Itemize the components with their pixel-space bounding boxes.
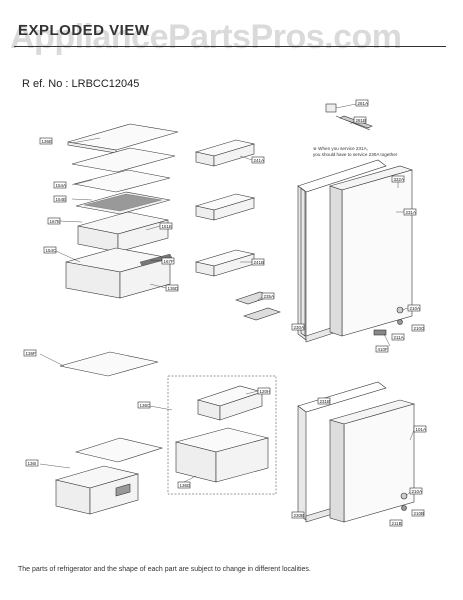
lower-door-stop-parts bbox=[400, 492, 408, 511]
svg-text:235A: 235A bbox=[264, 294, 275, 299]
crisper-large-bin bbox=[174, 427, 270, 483]
label-136d-lower: 136D bbox=[177, 481, 192, 489]
label-410f: 410F bbox=[375, 345, 389, 353]
page-title: EXPLODED VIEW bbox=[18, 22, 150, 39]
label-211b: 211B bbox=[389, 519, 403, 527]
label-167f: 167F bbox=[161, 257, 175, 265]
svg-text:241B: 241B bbox=[254, 260, 265, 265]
crisper-assembly-frame bbox=[167, 375, 277, 495]
crisper-small-bin bbox=[196, 385, 264, 421]
svg-text:136E: 136E bbox=[42, 139, 53, 144]
svg-text:281A: 281A bbox=[358, 101, 369, 106]
label-154a: 154A bbox=[53, 181, 67, 189]
label-136i: 136I bbox=[25, 459, 39, 467]
svg-text:210A: 210A bbox=[412, 489, 423, 494]
label-332a: 332A bbox=[391, 175, 405, 183]
label-210b: 210B bbox=[411, 509, 425, 517]
vegetable-glass-cover bbox=[59, 351, 159, 377]
label-136e: 136E bbox=[39, 137, 53, 145]
label-101a: 101A bbox=[413, 425, 427, 433]
header-divider bbox=[14, 46, 446, 47]
svg-text:332A: 332A bbox=[394, 177, 405, 182]
label-120h: 120H bbox=[257, 387, 271, 395]
svg-text:211B: 211B bbox=[392, 521, 402, 526]
label-154e: 154E bbox=[53, 195, 67, 203]
crisper-drawer-lower bbox=[65, 247, 173, 299]
label-151e: 151E bbox=[159, 222, 173, 230]
upper-door bbox=[328, 165, 414, 337]
footer-disclaimer: The parts of refrigerator and the shape … bbox=[18, 566, 311, 573]
svg-text:136C: 136C bbox=[140, 403, 152, 408]
svg-text:230A: 230A bbox=[294, 325, 305, 330]
svg-text:136D: 136D bbox=[168, 286, 180, 291]
label-136c: 136C bbox=[137, 401, 152, 409]
glass-shelf-second bbox=[71, 147, 176, 173]
door-bin-3 bbox=[194, 249, 256, 277]
svg-text:410F: 410F bbox=[378, 347, 389, 352]
svg-text:230B: 230B bbox=[294, 513, 305, 518]
label-211a: 211A bbox=[391, 333, 405, 341]
svg-text:167E: 167E bbox=[50, 219, 61, 224]
svg-text:210A: 210A bbox=[410, 306, 421, 311]
label-154c: 154C bbox=[43, 246, 58, 254]
svg-text:154A: 154A bbox=[56, 183, 67, 188]
freezer-drawer bbox=[54, 465, 140, 515]
freezer-glass-cover bbox=[74, 437, 164, 463]
svg-text:231B: 231B bbox=[320, 399, 331, 404]
glass-shelf-top bbox=[67, 123, 179, 154]
svg-text:154C: 154C bbox=[46, 248, 58, 253]
svg-text:151E: 151E bbox=[162, 224, 173, 229]
svg-text:211A: 211A bbox=[394, 335, 404, 340]
svg-text:241A: 241A bbox=[254, 158, 265, 163]
svg-text:167F: 167F bbox=[164, 259, 175, 264]
svg-text:154E: 154E bbox=[56, 197, 67, 202]
label-231b: 231B bbox=[317, 397, 331, 405]
svg-text:210B: 210B bbox=[414, 511, 425, 516]
svg-text:120H: 120H bbox=[260, 389, 271, 394]
svg-text:231A: 231A bbox=[406, 210, 417, 215]
svg-text:281B: 281B bbox=[356, 118, 367, 123]
watermark: AppliancePartsPros.com bbox=[10, 18, 402, 56]
door-stop-parts bbox=[373, 306, 404, 336]
service-note-line-2: you should have to service 230A together bbox=[313, 151, 398, 157]
service-note: ※ When you service 231A, you should have… bbox=[313, 146, 453, 157]
label-235a: 235A bbox=[261, 292, 275, 300]
svg-text:210G: 210G bbox=[414, 326, 426, 331]
ref-number: R ef. No : LRBCC12045 bbox=[22, 78, 140, 90]
label-241b: 241B bbox=[251, 258, 265, 266]
label-241a: 241A bbox=[251, 156, 265, 164]
door-bin-2 bbox=[194, 193, 256, 221]
label-136f: 136F bbox=[23, 349, 37, 357]
crisper-drawer-upper bbox=[77, 211, 169, 253]
part-labels: 281A 281B 136E 241A 154A 154E 167E 151E … bbox=[23, 99, 427, 527]
label-167e: 167E bbox=[47, 217, 61, 225]
door-bin-1 bbox=[194, 139, 256, 167]
svg-text:136I: 136I bbox=[28, 461, 37, 466]
label-230a: 230A bbox=[291, 323, 305, 331]
svg-text:136F: 136F bbox=[26, 351, 37, 356]
label-210a-upper: 210A bbox=[407, 304, 421, 312]
label-136d-upper: 136D bbox=[165, 284, 180, 292]
crisper-cover-grille bbox=[75, 191, 171, 215]
glass-shelf-third bbox=[73, 169, 171, 193]
service-note-line-1: ※ When you service 231A, bbox=[313, 146, 368, 151]
label-210g: 210G bbox=[411, 324, 426, 332]
label-231a: 231A bbox=[403, 208, 417, 216]
svg-text:101A: 101A bbox=[416, 427, 427, 432]
label-281b: 281B bbox=[353, 116, 367, 124]
lower-door bbox=[328, 399, 416, 523]
label-210a-lower: 210A bbox=[409, 487, 423, 495]
label-230b: 230B bbox=[291, 511, 305, 519]
svg-text:136D: 136D bbox=[180, 483, 192, 488]
label-281a: 281A bbox=[355, 99, 369, 107]
